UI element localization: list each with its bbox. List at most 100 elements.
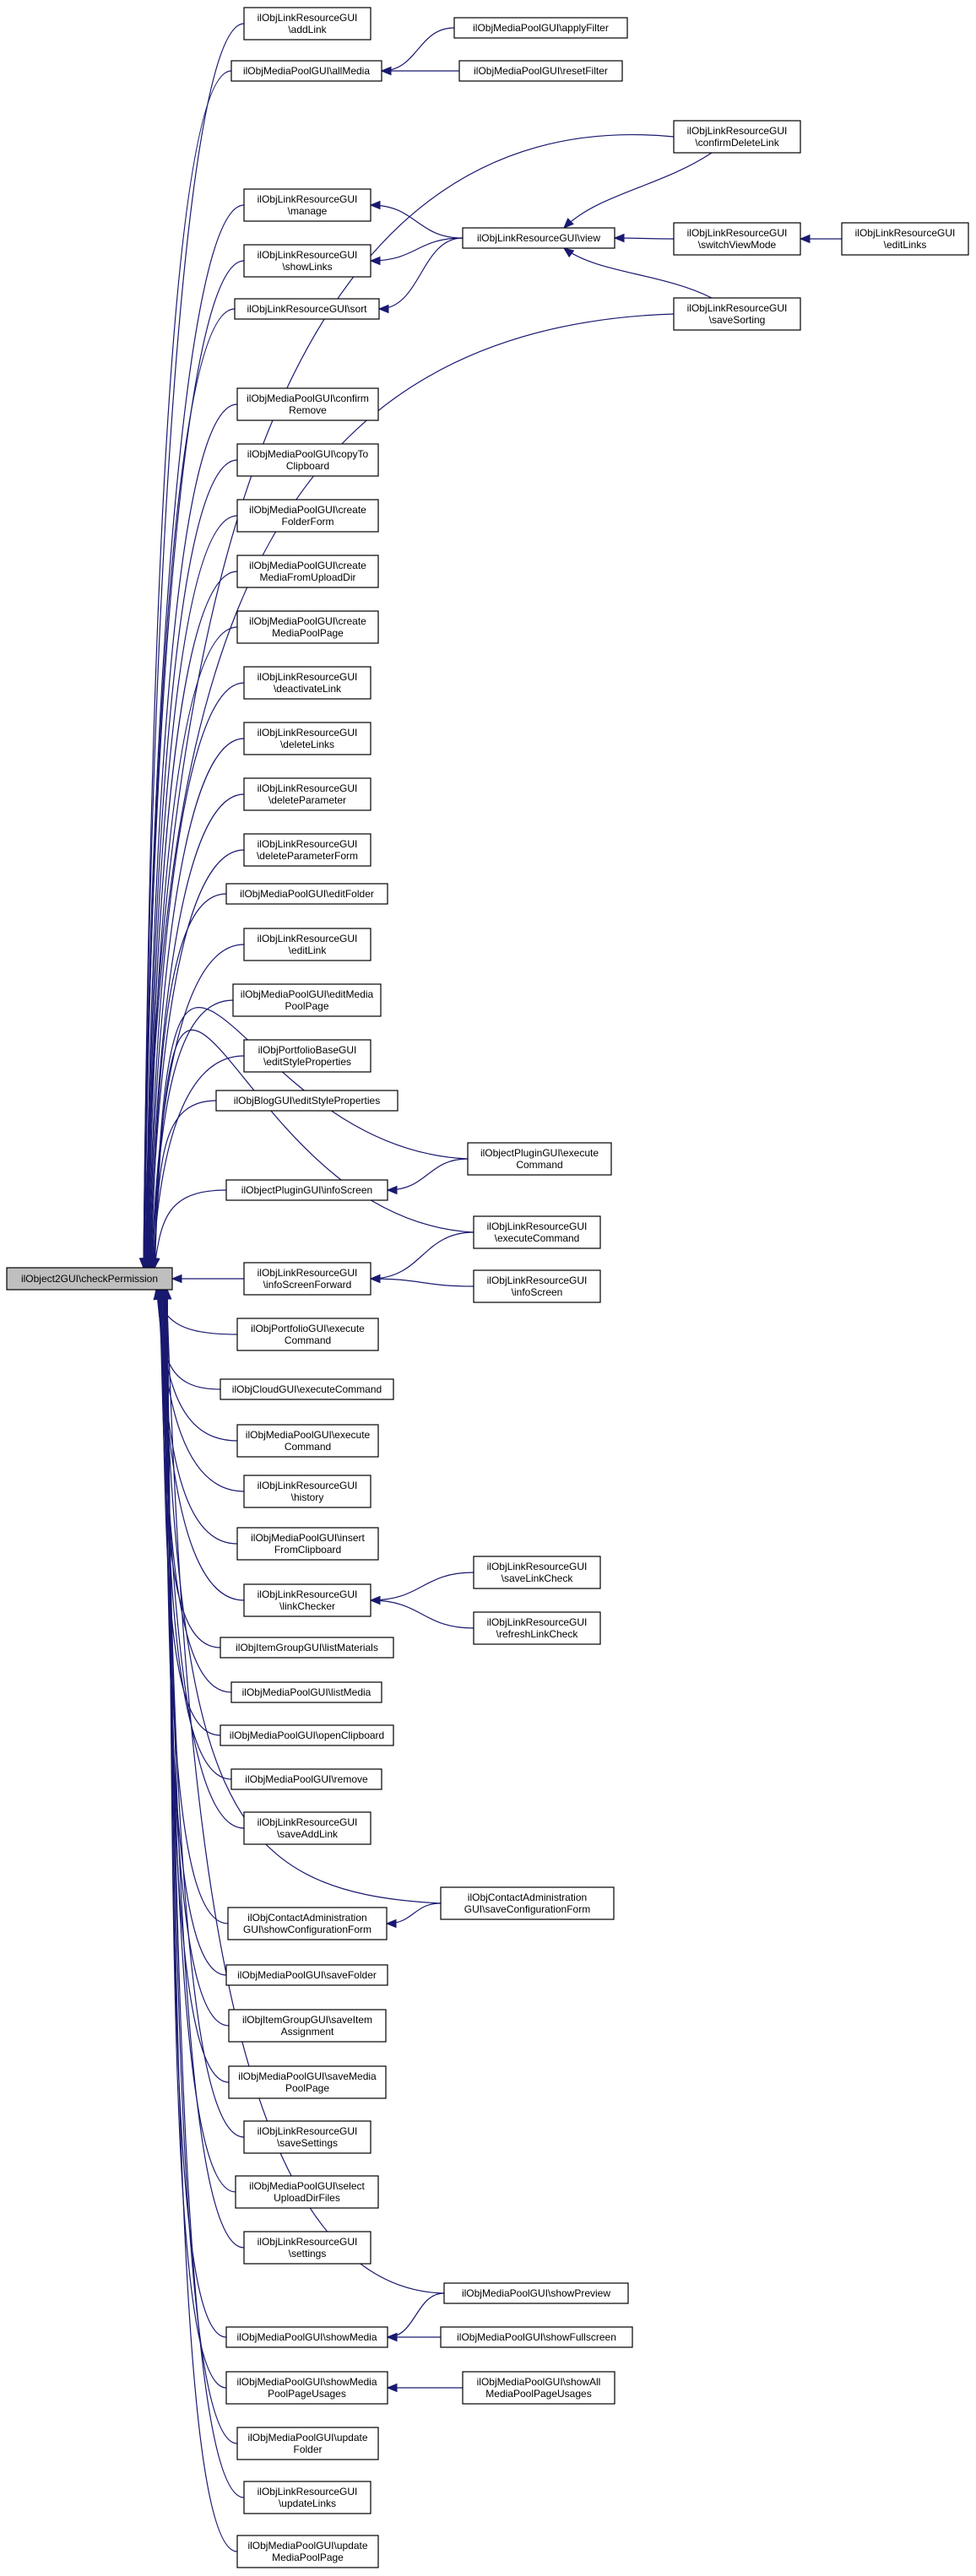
graph-node[interactable]: ilObjLinkResourceGUI\infoScreen [473, 1269, 601, 1303]
graph-node[interactable]: ilObjMediaPoolGUI\listMedia [230, 1681, 382, 1703]
graph-node[interactable]: ilObjMediaPoolGUI\allMedia [230, 60, 382, 82]
node-box[interactable] [440, 1886, 615, 1920]
graph-node[interactable]: ilObjLinkResourceGUI\deactivateLink [243, 666, 371, 700]
graph-node[interactable]: ilObjectPluginGUI\executeCommand [467, 1142, 612, 1176]
node-box[interactable] [673, 222, 801, 256]
node-box[interactable] [232, 983, 382, 1017]
graph-node[interactable]: ilObjMediaPoolGUI\applyFilter [453, 17, 628, 39]
graph-node[interactable]: ilObjLinkResourceGUI\saveAddLink [243, 1811, 371, 1845]
graph-node[interactable]: ilObjLinkResourceGUI\manage [243, 188, 371, 222]
graph-node[interactable]: ilObjLinkResourceGUI\settings [243, 2231, 371, 2265]
root-node[interactable]: ilObject2GUI\checkPermission [6, 1267, 173, 1291]
node-box[interactable] [220, 1637, 394, 1659]
node-box[interactable] [473, 1611, 601, 1645]
node-box[interactable] [243, 2231, 371, 2265]
node-box[interactable] [225, 1179, 388, 1201]
node-box[interactable] [673, 297, 801, 331]
graph-node[interactable]: ilObjBlogGUI\editStyleProperties [215, 1090, 399, 1112]
node-box[interactable] [235, 2175, 379, 2209]
node-box[interactable] [243, 1811, 371, 1845]
graph-node[interactable]: ilObjMediaPoolGUI\resetFilter [458, 60, 623, 82]
node-box[interactable] [236, 2427, 379, 2460]
node-box[interactable] [458, 60, 623, 82]
node-box[interactable] [230, 1768, 382, 1790]
node-box[interactable] [225, 2371, 388, 2405]
node-box[interactable] [243, 666, 371, 700]
node-box[interactable] [225, 2326, 388, 2348]
node-box[interactable] [236, 1318, 379, 1351]
node-box[interactable] [473, 1269, 601, 1303]
node-box[interactable] [473, 1556, 601, 1589]
graph-node[interactable]: ilObjLinkResourceGUI\editLinks [841, 222, 969, 256]
node-box[interactable] [243, 1583, 371, 1617]
graph-node[interactable]: ilObjMediaPoolGUI\createMediaFromUploadD… [236, 555, 379, 588]
node-box[interactable] [236, 610, 379, 644]
node-box[interactable] [243, 7, 371, 41]
graph-node[interactable]: ilObjLinkResourceGUI\saveSorting [673, 297, 801, 331]
graph-node[interactable]: ilObjLinkResourceGUI\history [243, 1475, 371, 1508]
graph-node[interactable]: ilObjMediaPoolGUI\openClipboard [220, 1724, 394, 1746]
graph-node[interactable]: ilObjLinkResourceGUI\sort [234, 298, 380, 320]
graph-node[interactable]: ilObjMediaPoolGUI\showFullscreen [440, 2326, 633, 2348]
graph-node[interactable]: ilObjMediaPoolGUI\showMedia [225, 2326, 388, 2348]
graph-node[interactable]: ilObjCloudGUI\executeCommand [220, 1378, 394, 1400]
node-box[interactable] [440, 2326, 633, 2348]
node-box[interactable] [236, 443, 379, 477]
node-box[interactable] [243, 1262, 371, 1296]
node-box[interactable] [228, 2009, 387, 2043]
node-box[interactable] [234, 298, 380, 320]
graph-node[interactable]: ilObjPortfolioGUI\executeCommand [236, 1318, 379, 1351]
graph-node[interactable]: ilObjLinkResourceGUI\deleteParameterForm [243, 833, 371, 867]
node-box[interactable] [243, 188, 371, 222]
graph-node[interactable]: ilObjLinkResourceGUI\deleteLinks [243, 722, 371, 755]
graph-node[interactable]: ilObjLinkResourceGUI\switchViewMode [673, 222, 801, 256]
node-box[interactable] [243, 1039, 371, 1073]
node-box[interactable] [225, 883, 388, 905]
node-box[interactable] [453, 17, 628, 39]
node-box[interactable] [243, 777, 371, 811]
graph-node[interactable]: ilObjectPluginGUI\infoScreen [225, 1179, 388, 1201]
graph-node[interactable]: ilObjMediaPoolGUI\saveFolder [225, 1964, 388, 1986]
node-box[interactable] [236, 555, 379, 588]
node-box[interactable] [220, 1724, 394, 1746]
node-box[interactable] [467, 1142, 612, 1176]
graph-node[interactable]: ilObjMediaPoolGUI\showPreview [443, 2282, 629, 2304]
graph-node[interactable]: ilObjContactAdministrationGUI\saveConfig… [440, 1886, 615, 1920]
graph-node[interactable]: ilObjLinkResourceGUI\linkChecker [243, 1583, 371, 1617]
graph-node[interactable]: ilObjContactAdministrationGUI\showConfig… [227, 1907, 388, 1940]
node-box[interactable] [228, 2065, 387, 2099]
graph-node[interactable]: ilObjLinkResourceGUI\view [462, 227, 615, 249]
node-box[interactable] [215, 1090, 399, 1112]
graph-node[interactable]: ilObjLinkResourceGUI\showLinks [243, 244, 371, 278]
node-box[interactable] [243, 2120, 371, 2154]
graph-node[interactable]: ilObjMediaPoolGUI\showMediaPoolPageUsage… [225, 2371, 388, 2405]
node-box[interactable] [243, 928, 371, 961]
graph-node[interactable]: ilObjLinkResourceGUI\saveSettings [243, 2120, 371, 2154]
graph-node[interactable]: ilObjItemGroupGUI\listMaterials [220, 1637, 394, 1659]
graph-node[interactable]: ilObjLinkResourceGUI\deleteParameter [243, 777, 371, 811]
node-box[interactable] [220, 1378, 394, 1400]
graph-node[interactable]: ilObjMediaPoolGUI\showAllMediaPoolPageUs… [462, 2371, 615, 2405]
node-box[interactable] [462, 2371, 615, 2405]
graph-node[interactable]: ilObjLinkResourceGUI\editLink [243, 928, 371, 961]
node-box[interactable] [236, 1527, 379, 1561]
node-box[interactable] [236, 499, 379, 533]
node-box[interactable] [236, 2535, 379, 2568]
node-box[interactable] [6, 1267, 173, 1291]
node-box[interactable] [243, 244, 371, 278]
node-box[interactable] [673, 120, 801, 154]
node-box[interactable] [236, 387, 379, 421]
node-box[interactable] [236, 1424, 379, 1458]
graph-node[interactable]: ilObjLinkResourceGUI\executeCommand [473, 1215, 601, 1249]
graph-node[interactable]: ilObjMediaPoolGUI\remove [230, 1768, 382, 1790]
